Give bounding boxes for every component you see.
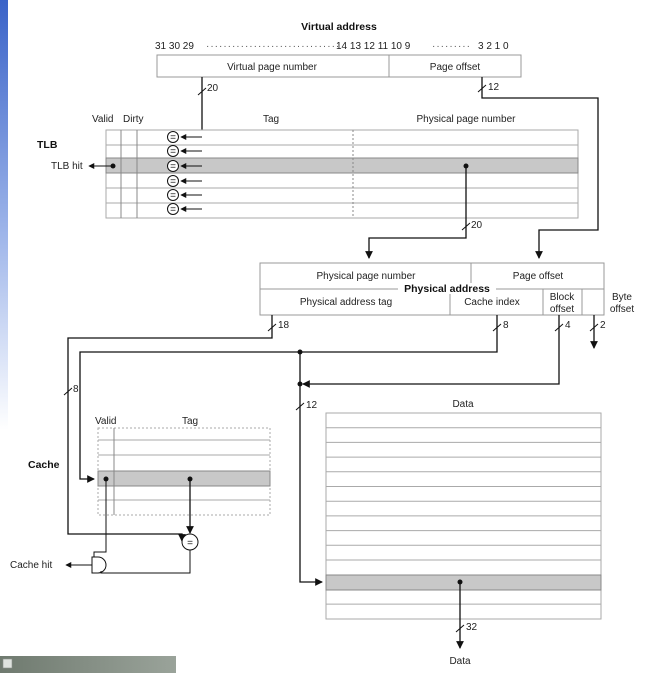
tlb-ppn-width: 20 [471, 220, 483, 231]
tlb-comparators: = = = = = = [167, 131, 202, 216]
pa-index-label: Cache index [464, 297, 520, 308]
tlb-valid-header: Valid [92, 114, 114, 125]
page-offset-route [481, 77, 599, 259]
data-out-label: Data [449, 656, 471, 667]
pa-byte-offset-label-1: Byte [612, 292, 632, 303]
tlb-dirty-header: Dirty [123, 114, 144, 125]
pa-tag-route [67, 315, 273, 542]
pa-index-width: 8 [503, 320, 509, 331]
pa-block-width: 4 [565, 320, 571, 331]
square-icon [2, 658, 13, 669]
virtual-address-title: Virtual address [301, 21, 377, 33]
block-junction-dot [297, 381, 303, 387]
tlb-hit-label: TLB hit [51, 161, 83, 172]
tlb-tag-header: Tag [263, 114, 279, 125]
byte-slash [589, 323, 599, 332]
block-slash [554, 323, 564, 332]
tag-slash-left [63, 387, 73, 396]
tlb-label: TLB [37, 139, 58, 151]
pa-offset-label: Page offset [513, 271, 564, 282]
pa-tag-label: Physical address tag [300, 297, 392, 308]
cmp-to-gate [100, 550, 191, 574]
ppn-route [365, 166, 467, 259]
data-index-route [299, 352, 323, 586]
pa-index-route [79, 315, 498, 483]
ppn-slash [461, 222, 471, 231]
and-gate [91, 556, 107, 574]
left-accent-strip [0, 0, 8, 430]
pa-ppn-label: Physical page number [317, 271, 417, 282]
comparator-circle [167, 189, 179, 201]
pa-block-offset-label-1: Block [550, 292, 575, 303]
data-header: Data [452, 399, 474, 410]
cache-valid-header: Valid [95, 416, 117, 427]
tlb-table [105, 129, 579, 219]
data-array [325, 412, 602, 620]
offset-width: 12 [488, 82, 500, 93]
comparator-circle [167, 160, 179, 172]
page-offset-field-label: Page offset [430, 62, 481, 73]
vpn-field-label: Virtual page number [227, 62, 318, 73]
data-out-width: 32 [466, 622, 478, 633]
data-selected-row [325, 574, 602, 591]
va-bits-mid: 14 13 12 11 10 9 [336, 41, 411, 52]
data-index-slash [295, 402, 305, 411]
valid-to-gate [93, 479, 107, 557]
cache-index-width-data: 12 [306, 400, 318, 411]
cache-selected-row [97, 470, 271, 487]
comparator-equals: = [170, 162, 176, 173]
bottom-status-bar [0, 656, 176, 673]
pa-byte-offset-label-2: offset [610, 304, 634, 315]
pa-title-bg [398, 283, 496, 294]
comparator-equals: = [170, 177, 176, 188]
comparator-equals: = [170, 133, 176, 144]
comparator-circle [167, 145, 179, 157]
cache-index-width-left: 8 [73, 384, 79, 395]
cache-tag-array [97, 427, 271, 516]
comparator-equals: = [170, 147, 176, 158]
index-slash [492, 323, 502, 332]
pa-tag-width: 18 [278, 320, 290, 331]
va-bits-left: 31 30 29 [155, 41, 194, 52]
va-dots-right: ········· [432, 41, 471, 52]
cache-hit-label: Cache hit [10, 560, 52, 571]
cache-label: Cache [28, 459, 60, 471]
cache-tag-header: Tag [182, 416, 198, 427]
pa-block-offset-label-2: offset [550, 304, 574, 315]
tag-slash [267, 323, 277, 332]
va-dots-left: ······························· [206, 41, 340, 52]
pa-byte-width: 2 [600, 320, 606, 331]
comparator-equals: = [170, 191, 176, 202]
data-out-slash [455, 624, 465, 633]
va-bits-right: 3 2 1 0 [478, 41, 509, 52]
comparator-equals: = [170, 205, 176, 216]
tlb-ppn-header: Physical page number [417, 114, 517, 125]
cache-comparator-equals: = [187, 538, 193, 549]
virtual-address-register [156, 54, 522, 78]
offset-slash [477, 84, 487, 93]
comparator-circle [167, 131, 179, 143]
vpn-bus-slash [197, 87, 207, 96]
comparator-circle [167, 175, 179, 187]
pa-block-route [302, 315, 560, 388]
tlb-valid-dot [110, 163, 116, 169]
physical-address-title: Physical address [404, 283, 490, 295]
vpn-width: 20 [207, 83, 219, 94]
comparator-circle [167, 203, 179, 215]
